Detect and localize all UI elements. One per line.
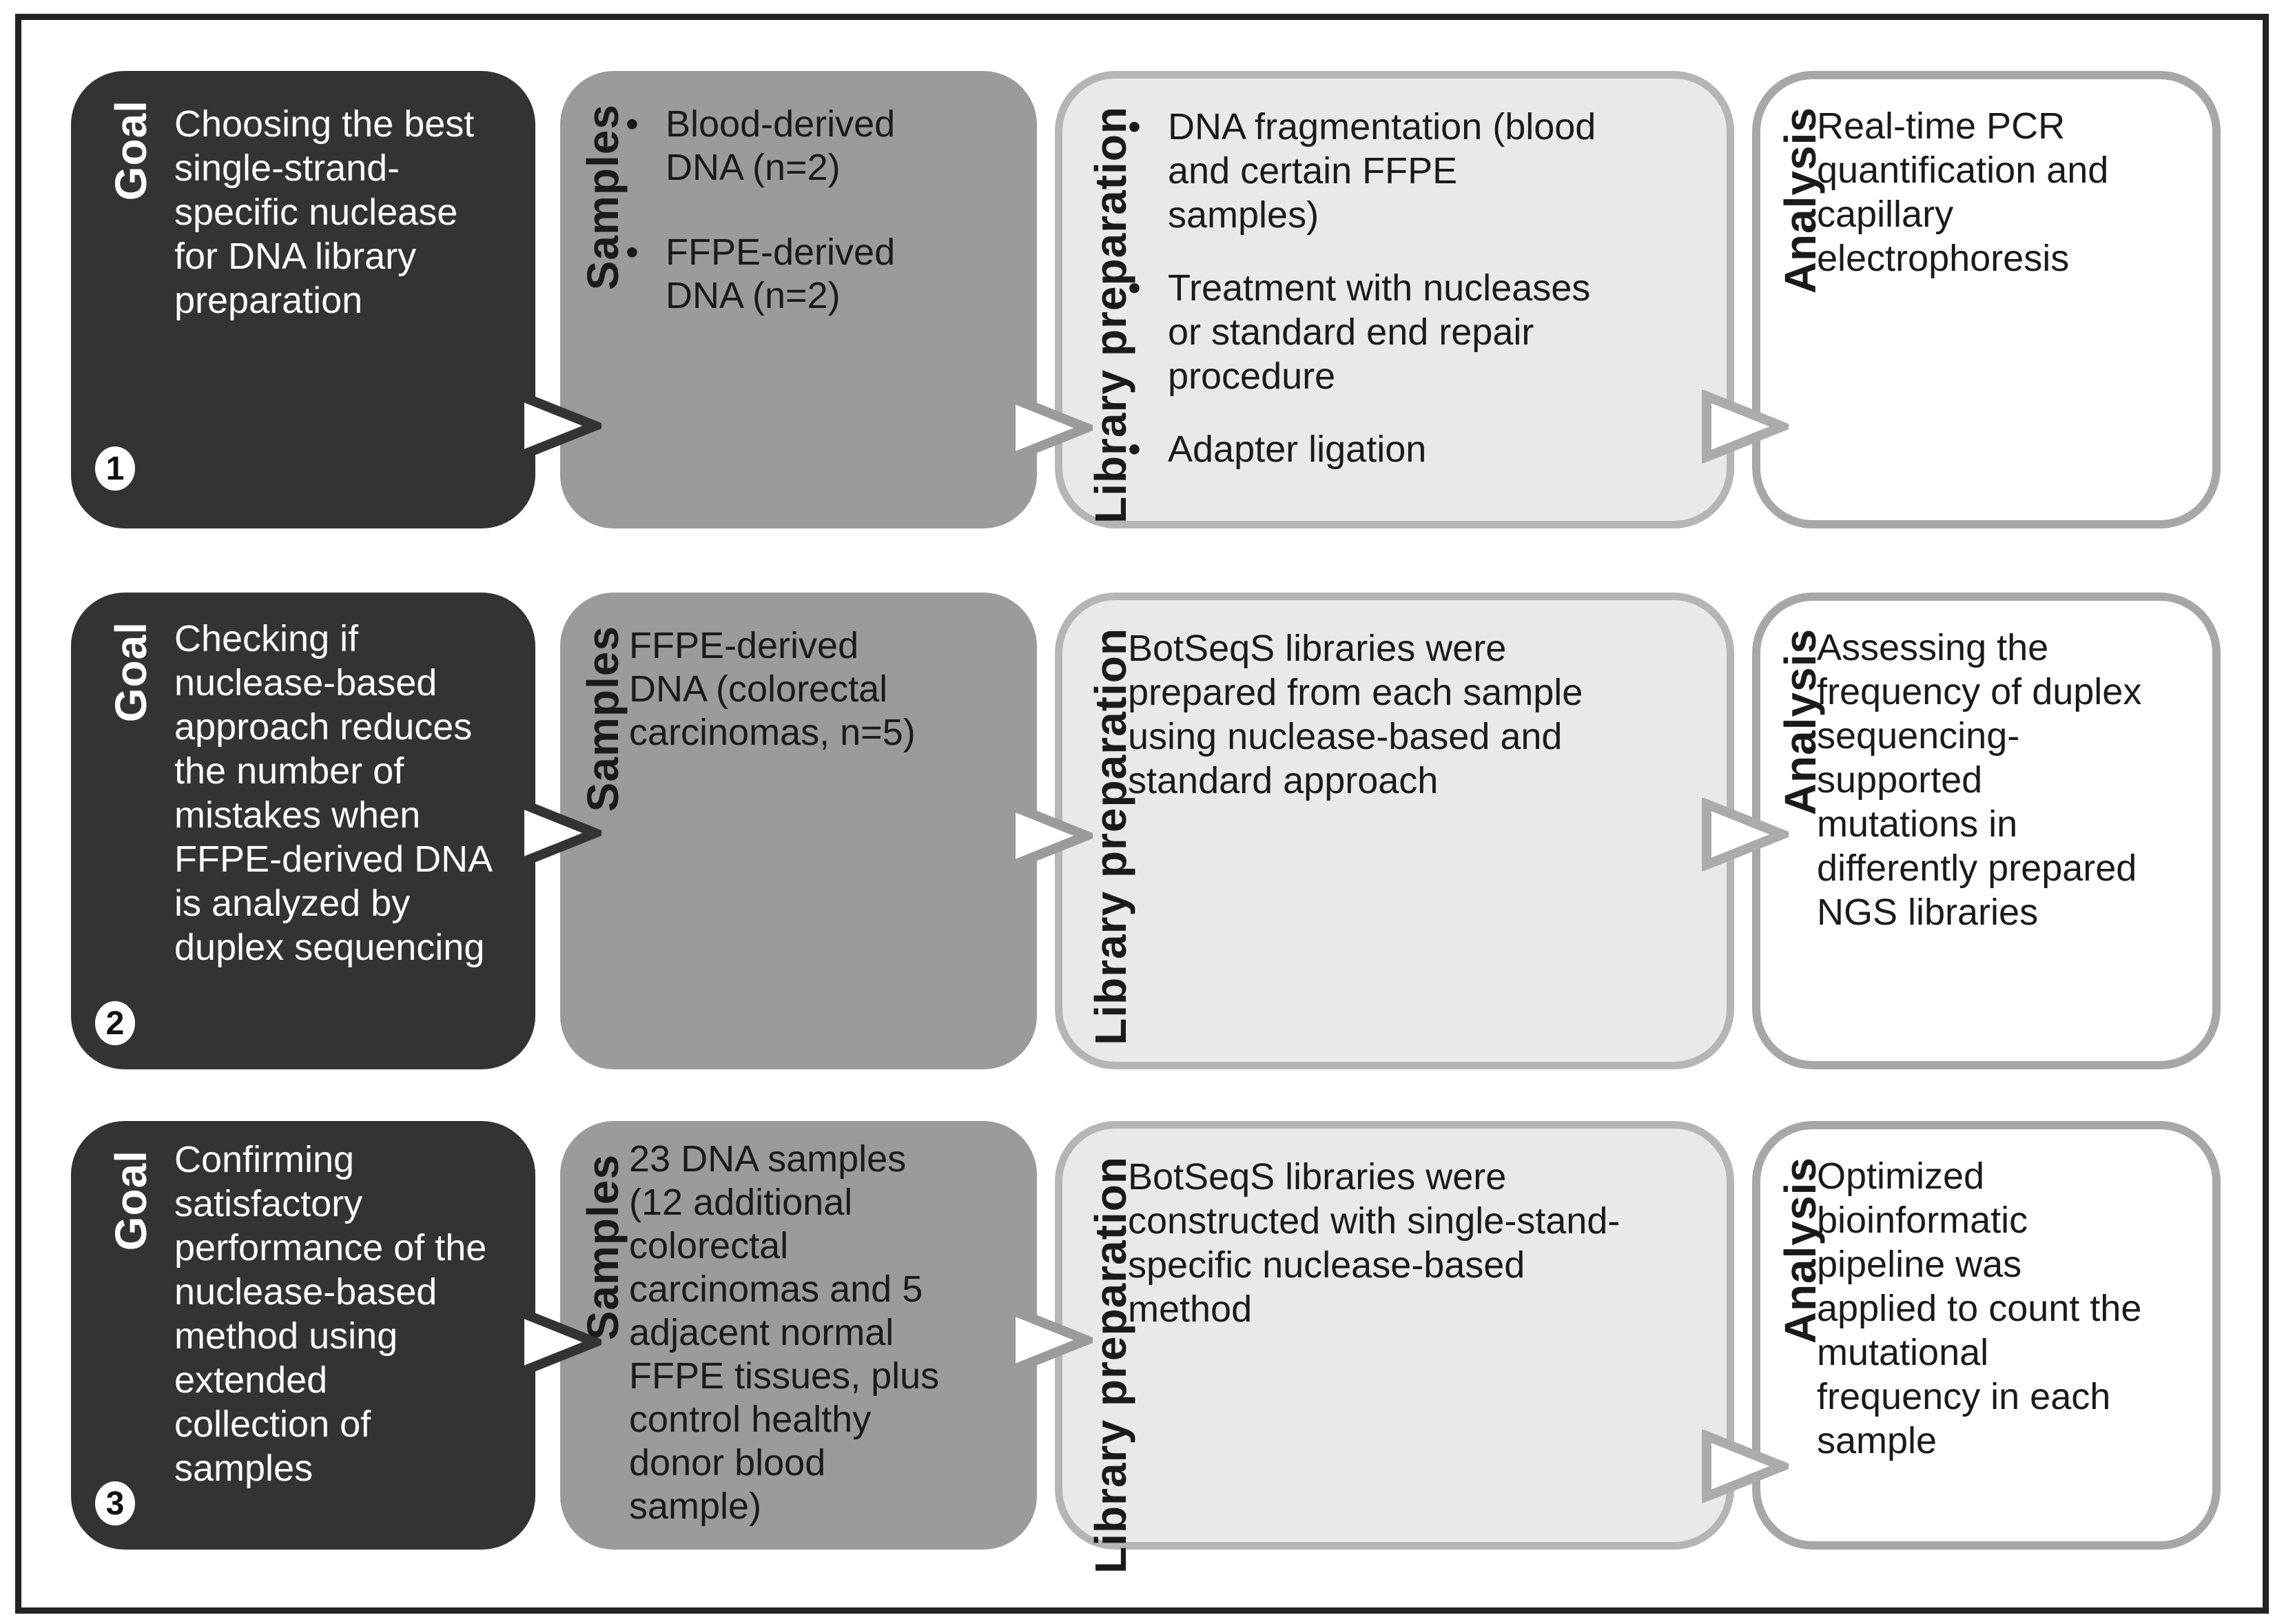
samples-label: Samples <box>578 104 628 291</box>
analysis-text: Real-time PCR quantification and capilla… <box>1817 105 2109 279</box>
goal-label: Goal <box>106 1150 156 1251</box>
samples-text: FFPE-derived DNA (colorectal carcinomas,… <box>629 625 916 753</box>
list-item: Treatment with nucleases or standard end… <box>1128 266 1710 398</box>
flow-arrow-icon <box>1006 1304 1093 1377</box>
list-item: Blood-derived DNA (n=2) <box>626 103 1020 189</box>
analysis-label: Analysis <box>1776 107 1825 294</box>
bullet-icon <box>1128 105 1168 237</box>
goal-box-step2: Goal Checking if nuclease-based approach… <box>71 593 535 1069</box>
library-prep-box-step1: Library preparation DNA fragmentation (b… <box>1055 71 1734 528</box>
step-number-badge: 3 <box>95 1481 135 1525</box>
arrow-triangle <box>1702 390 1789 463</box>
samples-box-step1: Samples Blood-derived DNA (n=2) FFPE-der… <box>560 71 1037 528</box>
arrow-triangle <box>1702 1430 1789 1503</box>
analysis-text: Optimized bioinformatic pipeline was app… <box>1817 1155 2142 1461</box>
goal-text: Choosing the best single-strand- specifi… <box>174 103 475 321</box>
samples-box-step2: Samples FFPE-derived DNA (colorectal car… <box>560 593 1037 1069</box>
samples-box-step3: Samples 23 DNA samples (12 additional co… <box>560 1121 1037 1550</box>
list-item: FFPE-derived DNA (n=2) <box>626 231 1020 318</box>
flow-arrow-icon <box>515 389 601 462</box>
flow-arrow-icon <box>515 1306 601 1379</box>
flow-arrow-icon <box>1702 798 1789 871</box>
arrow-triangle <box>1702 798 1789 871</box>
goal-label: Goal <box>106 621 156 723</box>
list-item: Adapter ligation <box>1128 427 1710 471</box>
goal-box-step1: Goal Choosing the best single-strand- sp… <box>71 71 535 528</box>
bullet-icon <box>626 103 666 189</box>
arrow-triangle <box>515 1306 601 1379</box>
analysis-box-step3: Analysis Optimized bioinformatic pipelin… <box>1752 1121 2221 1550</box>
bullet-icon <box>1128 266 1168 398</box>
flow-arrow-icon <box>515 796 601 870</box>
goal-label: Goal <box>106 100 156 201</box>
library-text: BotSeqS libraries were prepared from eac… <box>1128 628 1583 801</box>
list-item: DNA fragmentation (blood and certain FFP… <box>1128 105 1710 237</box>
flow-arrow-icon <box>1006 799 1093 872</box>
arrow-triangle <box>1006 391 1093 464</box>
step-number-badge: 2 <box>95 1001 135 1045</box>
bullet-icon <box>626 231 666 318</box>
library-prep-label: Library preparation <box>1086 1156 1135 1574</box>
analysis-label: Analysis <box>1776 628 1825 816</box>
analysis-box-step1: Analysis Real-time PCR quantification an… <box>1752 71 2221 528</box>
bullet-icon <box>1128 427 1168 471</box>
goal-text: Checking if nuclease-based approach redu… <box>174 618 493 968</box>
analysis-text: Assessing the frequency of duplex sequen… <box>1817 627 2142 933</box>
library-prep-box-step2: Library preparation BotSeqS libraries we… <box>1055 593 1734 1069</box>
library-prep-label: Library preparation <box>1086 628 1135 1045</box>
flow-arrow-icon <box>1702 390 1789 463</box>
arrow-triangle <box>1006 799 1093 872</box>
step-number-badge: 1 <box>95 446 135 491</box>
samples-text: 23 DNA samples (12 additional colorectal… <box>629 1138 940 1527</box>
goal-text: Confirming satisfactory performance of t… <box>174 1139 487 1489</box>
analysis-box-step2: Analysis Assessing the frequency of dupl… <box>1752 593 2221 1069</box>
arrow-triangle <box>1006 1304 1093 1377</box>
goal-box-step3: Goal Confirming satisfactory performance… <box>71 1121 535 1550</box>
flow-arrow-icon <box>1006 391 1093 464</box>
library-text: BotSeqS libraries were constructed with … <box>1128 1156 1621 1330</box>
analysis-label: Analysis <box>1776 1157 1825 1344</box>
samples-bullet-list: Blood-derived DNA (n=2) FFPE-derived DNA… <box>626 103 1020 359</box>
library-prep-label: Library preparation <box>1086 106 1135 524</box>
flow-arrow-icon <box>1702 1430 1789 1503</box>
library-bullet-list: DNA fragmentation (blood and certain FFP… <box>1128 105 1710 500</box>
library-prep-box-step3: Library preparation BotSeqS libraries we… <box>1055 1121 1734 1574</box>
arrow-triangle <box>515 389 601 462</box>
arrow-triangle <box>515 796 601 870</box>
samples-label: Samples <box>578 626 628 812</box>
figure-border-frame <box>15 14 2269 1614</box>
